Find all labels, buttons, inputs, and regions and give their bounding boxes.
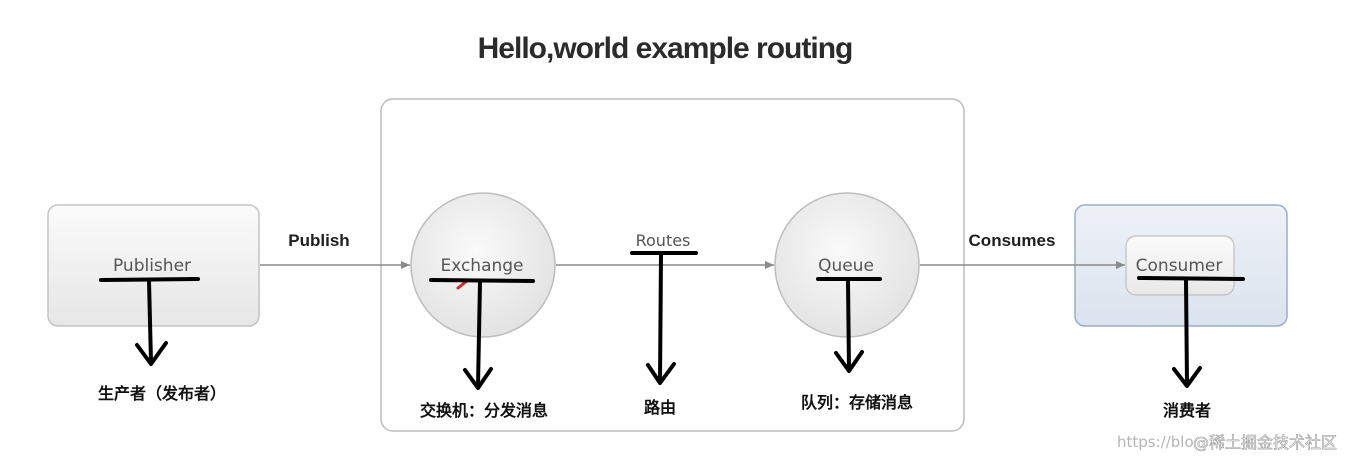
exchange-annotation: 交换机：分发消息 bbox=[420, 401, 548, 420]
watermark-url: https://blo bbox=[1117, 433, 1194, 451]
exchange-node bbox=[410, 192, 556, 338]
publish-edge-label: Publish bbox=[288, 231, 349, 250]
consumer-label: Consumer bbox=[1136, 256, 1223, 276]
queue-label: Queue bbox=[818, 256, 874, 276]
consumer-annotation: 消费者 bbox=[1163, 401, 1211, 420]
publisher-node bbox=[47, 204, 260, 327]
routes-edge-label: Routes bbox=[636, 231, 691, 250]
publisher-annotation: 生产者（发布者） bbox=[98, 384, 226, 403]
publisher-label: Publisher bbox=[113, 256, 191, 276]
consumer-annotation-pointer bbox=[1137, 276, 1245, 388]
routes-annotation: 路由 bbox=[644, 398, 676, 417]
exchange-annotation-pointer bbox=[429, 278, 535, 390]
diagram-title: Hello,world example routing bbox=[478, 32, 853, 65]
queue-annotation-pointer bbox=[816, 277, 882, 373]
publisher-annotation-pointer bbox=[99, 277, 200, 366]
watermark-brand: @稀土掘金技术社区 bbox=[1193, 433, 1337, 452]
exchange-label: Exchange bbox=[440, 256, 523, 276]
queue-annotation: 队列：存储消息 bbox=[801, 393, 913, 412]
consumes-edge-label: Consumes bbox=[969, 231, 1056, 250]
routes-annotation-pointer bbox=[630, 251, 698, 385]
